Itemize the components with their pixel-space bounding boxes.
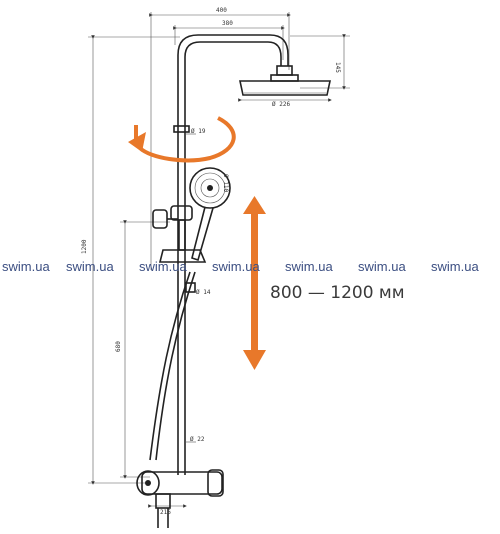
dimension-lines [88, 12, 350, 508]
dim-mixer-depth: 216 [160, 509, 171, 516]
dim-reach: 380 [222, 20, 233, 27]
watermark-text: swim.ua [212, 259, 260, 274]
dim-hose-diameter: Ø 14 [196, 289, 211, 296]
height-adjustment-arrow [243, 196, 266, 370]
dim-total-height: 1200 [81, 239, 88, 254]
watermark-row: swim.ua swim.ua swim.ua swim.ua swim.ua … [2, 259, 479, 274]
watermark-text: swim.ua [285, 259, 333, 274]
dimension-labels: 400 380 145 Ø 226 Ø 19 Ø 110 1200 680 Ø … [81, 7, 341, 516]
dim-bottom-pipe: Ø 22 [190, 436, 205, 443]
thermostatic-mixer [136, 469, 224, 528]
watermark-text: swim.ua [139, 259, 187, 274]
watermark-text: swim.ua [66, 259, 114, 274]
dim-holder-height: 680 [115, 341, 122, 352]
watermark-text: swim.ua [431, 259, 479, 274]
shower-structure [136, 34, 331, 528]
watermark-text: swim.ua [358, 259, 406, 274]
dim-head-diameter: Ø 226 [272, 101, 290, 108]
dim-hand-shower-diameter: Ø 110 [222, 174, 229, 192]
hand-shower [189, 167, 231, 262]
height-range-label: 800 — 1200 мм [270, 283, 405, 303]
hose [149, 271, 191, 461]
dim-total-width: 400 [216, 7, 227, 14]
watermark-text: swim.ua [2, 259, 50, 274]
overhead-shower-head [239, 80, 331, 96]
dim-head-height: 145 [334, 62, 341, 73]
rotation-arrow [128, 116, 236, 163]
dim-rail-diameter: Ø 19 [191, 128, 206, 135]
